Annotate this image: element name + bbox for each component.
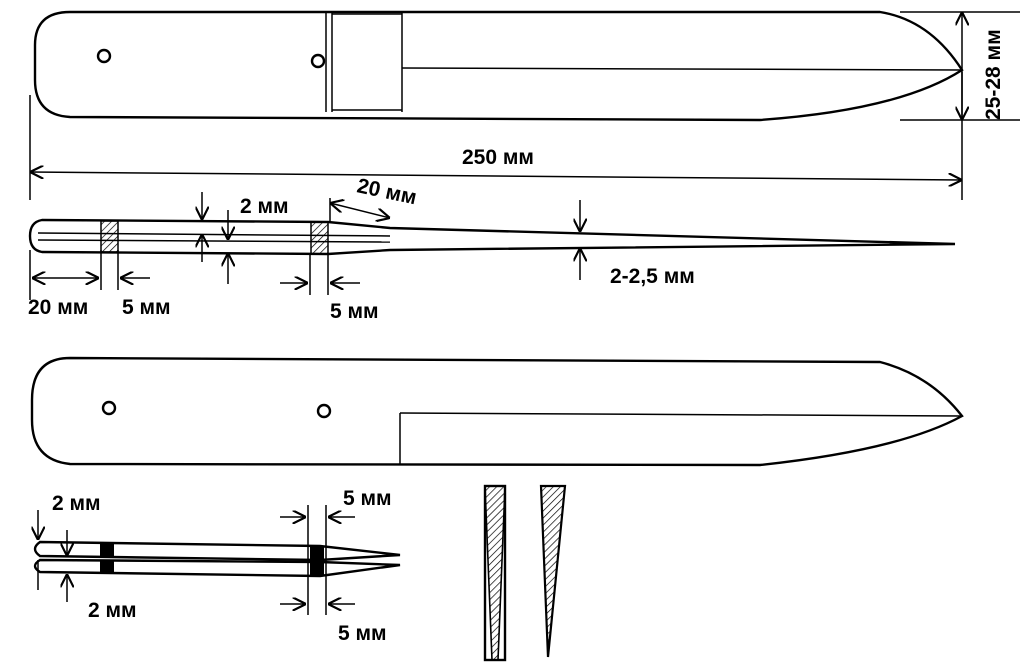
knife-top-view: 250 мм 25-28 мм bbox=[29, 10, 1020, 200]
side-outline bbox=[28, 218, 956, 256]
section-wedge bbox=[484, 485, 506, 661]
lower-thickness-label: 2 мм bbox=[88, 599, 137, 622]
bevel-length-label: 20 мм bbox=[355, 174, 419, 209]
rivet-hole bbox=[101, 400, 117, 416]
rear-insert bbox=[100, 220, 119, 253]
grip-thickness-label: 2 мм bbox=[240, 195, 289, 218]
front-insert-label: 5 мм bbox=[330, 300, 379, 323]
rivet-hole bbox=[96, 48, 112, 64]
width-label: 25-28 мм bbox=[982, 29, 1005, 120]
rivet-hole bbox=[316, 403, 332, 419]
blade-thickness-label: 2-2,5 мм bbox=[610, 265, 695, 288]
rear-insert-label: 5 мм bbox=[122, 296, 171, 319]
length-dimension bbox=[30, 172, 962, 180]
front-insert bbox=[310, 221, 329, 255]
section-wedge bbox=[539, 484, 567, 658]
upper-thickness-label: 2 мм bbox=[52, 492, 101, 515]
blade-center-line bbox=[401, 67, 963, 71]
knife-outline bbox=[33, 10, 964, 122]
knife-split-view: 2 мм 2 мм 5 мм 5 мм bbox=[35, 487, 401, 645]
upper-insert-label: 5 мм bbox=[343, 487, 392, 510]
knife-side-view: 20 мм 5 мм 5 мм 2 мм 20 мм 2-2,5 мм bbox=[28, 174, 956, 323]
lower-insert-label: 5 мм bbox=[338, 622, 387, 645]
knife-blank-view bbox=[30, 356, 964, 467]
length-label: 250 мм bbox=[462, 146, 534, 169]
blade-cross-sections bbox=[483, 484, 567, 662]
rivet-hole bbox=[310, 53, 326, 69]
handle-end-label: 20 мм bbox=[28, 296, 88, 319]
